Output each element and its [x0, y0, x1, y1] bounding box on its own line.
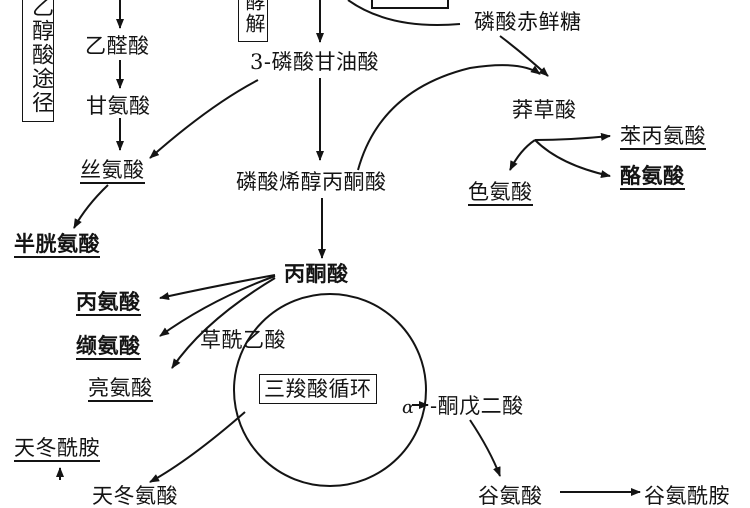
node-pep: 磷酸烯醇丙酮酸 [236, 170, 387, 194]
node-cysteine: 半胱氨酸 [14, 231, 100, 258]
arrow-pyruvate-to-leucine [171, 277, 276, 369]
node-asparagine: 天冬酰胺 [14, 436, 100, 462]
arrow-shikimate-to-phenylalanine [534, 132, 611, 141]
node-ketoglutarate: -酮戊二酸 [430, 394, 524, 418]
node-shikimate: 莽草酸 [512, 98, 577, 122]
glycolysis-box: 酵解 [238, 0, 268, 42]
arrow-pep-to-shikimate [357, 64, 541, 171]
arrow-shikimate-to-tryptophan [509, 139, 536, 171]
node-glutamine: 谷氨酰胺 [644, 484, 730, 508]
top-box-edge [371, 0, 449, 9]
arrow-shikimate-to-tyrosine [534, 139, 611, 178]
node-tyrosine: 酪氨酸 [620, 163, 685, 190]
node-glycine: 甘氨酸 [86, 94, 151, 118]
node-tryptophan: 色氨酸 [468, 180, 533, 206]
node-leucine: 亮氨酸 [88, 376, 153, 402]
node-phenylalanine: 苯丙氨酸 [620, 124, 706, 150]
node-glyoxylate: 乙醛酸 [85, 34, 150, 58]
glycolate-pathway-label: 醇酸途径 [28, 19, 53, 115]
node-tca-cycle: 三羧酸循环 [259, 374, 377, 404]
glycolate-pathway-label-top: 乙 [28, 0, 53, 19]
curve-to-phospho-erythrose [347, 0, 461, 26]
arrow-oxaloacetate-to-aspartate [149, 411, 246, 483]
glycolate-pathway-box: 乙醇酸途径 [22, 0, 54, 122]
arrow-pyruvate-to-alanine [159, 274, 276, 301]
arrow-phosphoglycerate-to-serine [149, 79, 259, 159]
arrow-erythrose-to-shikimate [499, 35, 549, 77]
arrow-pyruvate-to-valine [159, 275, 276, 337]
node-phospho-erythrose: 磷酸赤鲜糖 [474, 10, 582, 34]
tca-cycle-circle [233, 293, 427, 487]
node-oxaloacetate: 草酰乙酸 [200, 328, 286, 352]
node-serine: 丝氨酸 [80, 158, 145, 184]
node-alpha: α [402, 397, 415, 418]
node-alanine: 丙氨酸 [76, 289, 141, 316]
node-aspartate: 天冬氨酸 [92, 484, 178, 508]
arrow-ketoglutarate-to-glutamate [469, 419, 501, 477]
node-valine: 缬氨酸 [76, 333, 141, 360]
glycolysis-label: 酵解 [242, 0, 266, 35]
node-glutamate: 谷氨酸 [478, 484, 543, 508]
arrow-serine-to-cysteine [73, 184, 109, 229]
node-phosphoglycerate: 3-磷酸甘油酸 [250, 50, 379, 74]
node-pyruvate: 丙酮酸 [284, 261, 349, 286]
